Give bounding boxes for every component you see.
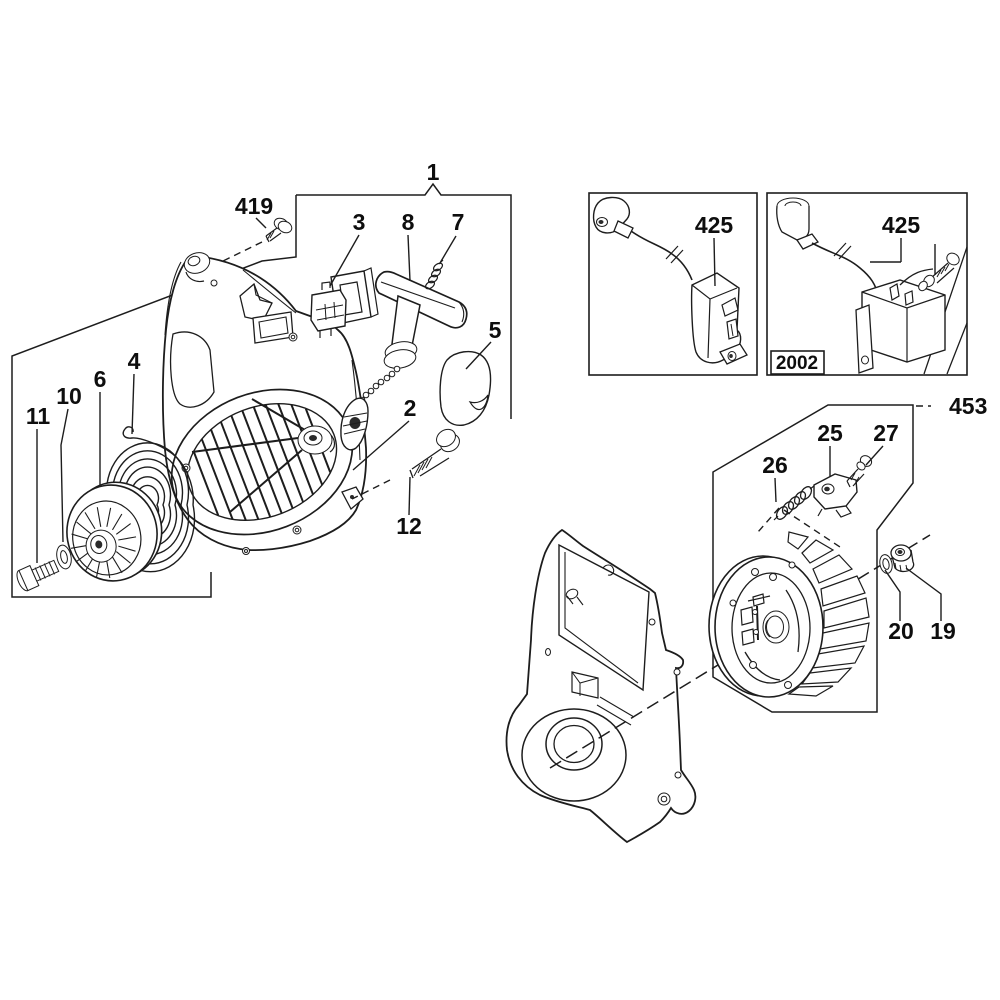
callout-27: 27 (873, 420, 899, 446)
rope-pulley (66, 481, 163, 582)
callout-3: 3 (353, 209, 366, 235)
callout-25: 25 (817, 420, 843, 446)
callout-7: 7 (452, 209, 465, 235)
callouts: 1 419 3 8 7 5 2 12 4 6 10 11 425 425 453… (26, 159, 988, 644)
callout-26: 26 (762, 452, 788, 478)
callout-8: 8 (402, 209, 415, 235)
flywheel-group-boundary (712, 404, 914, 713)
callout-12: 12 (396, 513, 422, 539)
callout-425-right: 425 (882, 212, 921, 238)
pulley-washer (56, 544, 72, 570)
callout-5: 5 (489, 317, 502, 343)
rope-grommet (310, 267, 379, 338)
callout-453: 453 (949, 393, 987, 419)
callout-4: 4 (128, 348, 141, 374)
vent-grille (170, 388, 354, 536)
callout-1: 1 (427, 159, 440, 185)
ignition-coil-box-2: 2002 (766, 192, 968, 376)
housing-screw (265, 217, 293, 243)
mounting-bolt (409, 428, 460, 479)
callout-10: 10 (56, 383, 82, 409)
model-year-tag (770, 350, 825, 375)
callout-6: 6 (94, 366, 107, 392)
points-module (813, 473, 858, 518)
flywheel-nut (890, 544, 915, 573)
starter-rope (358, 365, 401, 404)
model-year-label: 2002 (776, 353, 818, 374)
fan-scroll (521, 708, 627, 802)
ht-wire (811, 242, 879, 297)
flywheel (708, 531, 870, 698)
ignition-coil-box-1 (588, 192, 758, 376)
pulley-bolt (16, 559, 60, 592)
callout-2: 2 (404, 395, 417, 421)
dashed-pointers (222, 241, 931, 548)
recoil-housing (161, 252, 368, 555)
handle-clip (424, 259, 444, 290)
starter-handle (374, 270, 468, 369)
coil-module (861, 279, 946, 363)
points-spring (773, 485, 815, 521)
flywheel-fins (787, 531, 870, 697)
callout-419: 419 (235, 193, 273, 219)
callout-19: 19 (930, 618, 956, 644)
fan-housing (505, 528, 697, 844)
flywheel-washer (879, 554, 893, 574)
callout-11: 11 (26, 403, 51, 429)
rewind-spring (105, 426, 196, 573)
starter-decal (439, 350, 492, 427)
ht-wire (630, 230, 693, 281)
coil-screw (918, 252, 960, 292)
rope-bushing (340, 397, 369, 451)
coil-module (690, 272, 742, 364)
housing-window (558, 543, 650, 692)
points-screw (846, 455, 873, 488)
callout-20: 20 (888, 618, 914, 644)
assembly-boundary (11, 182, 512, 598)
assembly-axis (549, 534, 931, 769)
callout-425-left: 425 (695, 212, 734, 238)
